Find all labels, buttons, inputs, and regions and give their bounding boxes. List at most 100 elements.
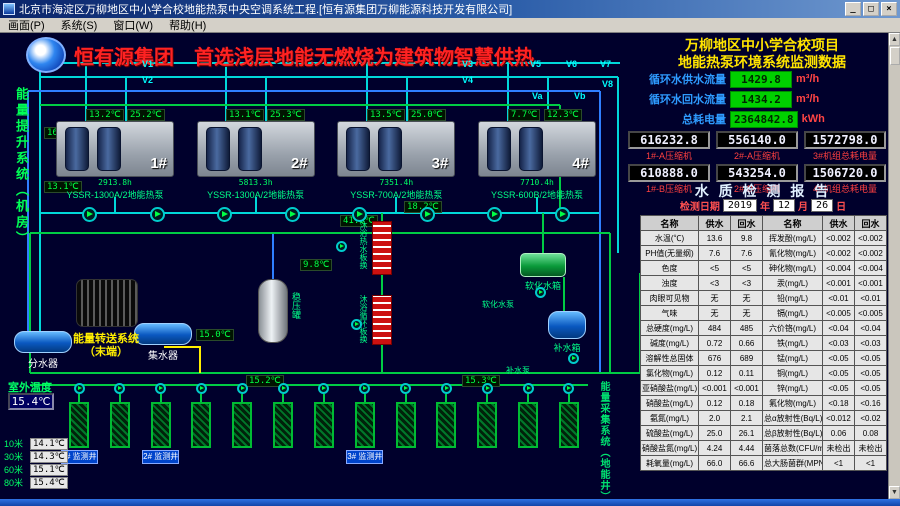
valve-label[interactable]: V7 [600, 59, 612, 69]
heat-pump-unit[interactable]: 1# 2913.8h YSSR-1300A/2地能热泵 [56, 121, 174, 201]
param-name: 总α放射性(Bq/L) [762, 410, 823, 426]
pump-icon[interactable] [554, 207, 570, 222]
vertical-scrollbar[interactable]: ▲ ▼ [888, 33, 900, 499]
date-month[interactable]: 12 [773, 199, 796, 212]
well-pump-icon [236, 383, 248, 394]
supply-value: 25.0 [698, 425, 731, 441]
year-unit: 年 [760, 202, 770, 213]
ground-well[interactable]: 3# 监测井 [346, 383, 384, 464]
heat-pump-unit[interactable]: 3# 7351.4h YSSR-700A/2地能热泵 [337, 121, 456, 201]
ground-well[interactable] [101, 383, 139, 464]
valve-label[interactable]: V4 [462, 75, 474, 85]
unit-model-label: YSSR-600B/2地能热泵 [490, 190, 583, 200]
pump-icon[interactable] [284, 207, 300, 222]
menu-item[interactable]: 窗口(W) [113, 20, 154, 32]
menu-item[interactable]: 画面(P) [8, 20, 45, 32]
valve-label[interactable]: Vb [574, 91, 586, 101]
scroll-down-button[interactable]: ▼ [889, 486, 900, 499]
table-row: 肉眼可见物 无 无 铅(mg/L) <0.01 <0.01 [640, 290, 887, 306]
return-value: <0.002 [854, 245, 887, 261]
compressor-cylinder [378, 127, 403, 171]
app-icon [3, 3, 15, 15]
param-name: 总硬度(mg/L) [640, 320, 699, 336]
makeup-water-tank[interactable] [548, 311, 586, 339]
maximize-button[interactable]: □ [863, 2, 879, 16]
param-name: 挥发酚(mg/L) [762, 230, 823, 246]
scrollbar-track[interactable] [889, 65, 900, 486]
heat-pump-unit[interactable]: 4# 7710.4h YSSR-600B/2地能热泵 [477, 121, 596, 201]
table-row: 水温(℃) 13.6 9.8 挥发酚(mg/L) <0.002 <0.002 [640, 230, 887, 246]
heat-pump-unit[interactable]: 2# 5813.3h YSSR-1300A/2地能热泵 [196, 121, 315, 201]
valve-label[interactable]: Va [532, 91, 543, 101]
date-day[interactable]: 26 [811, 199, 834, 212]
ground-well[interactable] [427, 383, 465, 464]
ground-well[interactable]: 2# 监测井 [142, 383, 180, 464]
valve-label[interactable]: V8 [602, 79, 614, 89]
depth-temp-value: 14.3℃ [30, 450, 68, 463]
ground-well[interactable] [223, 383, 261, 464]
ground-well[interactable] [264, 383, 302, 464]
scrollbar-thumb[interactable] [890, 47, 900, 65]
return-value: 4.44 [730, 440, 763, 456]
pump-icon[interactable] [419, 207, 435, 222]
supply-value: <0.01 [822, 290, 855, 306]
minimize-button[interactable]: _ [845, 2, 861, 16]
valve-label[interactable]: V5 [530, 59, 542, 69]
pump-icon[interactable] [149, 207, 165, 222]
pump-icon[interactable] [352, 207, 368, 222]
return-value: 0.66 [730, 335, 763, 351]
temp-readout: 15.0℃ [196, 329, 234, 341]
pump-icon[interactable] [217, 207, 233, 222]
return-value: 26.1 [730, 425, 763, 441]
supply-value: <0.002 [822, 245, 855, 261]
ground-well[interactable] [550, 383, 588, 464]
pump-icon[interactable] [351, 319, 363, 330]
outdoor-temp-value: 15.4℃ [8, 393, 54, 410]
plate-heat-exchanger[interactable] [372, 221, 392, 275]
date-year[interactable]: 2019 [722, 199, 757, 212]
ground-well[interactable] [468, 383, 506, 464]
water-divider-tank[interactable] [14, 331, 72, 353]
ground-well[interactable]: 1# 监测井 [60, 383, 98, 464]
supply-value: <0.05 [822, 350, 855, 366]
counter-value: 1572798.0 [804, 131, 886, 149]
water-collector-tank[interactable] [134, 323, 192, 345]
counter-label: 1#-A压缩机 [645, 151, 692, 161]
supply-value: <0.05 [822, 365, 855, 381]
heat-exchanger-label: 沐浴循环板换 [359, 295, 368, 343]
pump-icon[interactable] [487, 207, 503, 222]
unit-run-hours: 7710.4h [520, 178, 554, 187]
param-name: 铁(mg/L) [762, 335, 823, 351]
valve-label[interactable]: V3 [462, 59, 474, 69]
pump-icon[interactable] [336, 241, 347, 252]
valve-label[interactable]: V6 [566, 59, 578, 69]
monitor-well-label: 3# 监测井 [346, 450, 384, 464]
pump-icon[interactable] [82, 207, 98, 222]
plate-heat-exchanger[interactable] [372, 295, 392, 345]
well-pipe [445, 394, 448, 402]
close-button[interactable]: × [881, 2, 897, 16]
supply-value: 0.12 [698, 365, 731, 381]
flow-value: 1429.8 [730, 70, 792, 88]
compressor-cylinder [346, 127, 371, 171]
ground-well[interactable] [509, 383, 547, 464]
valve-label[interactable]: V1 [142, 59, 154, 69]
ground-well[interactable] [305, 383, 343, 464]
param-name: 砷化物(mg/L) [762, 260, 823, 276]
well-pipe [159, 394, 162, 402]
pump-icon[interactable] [534, 287, 546, 298]
return-value: 485 [730, 320, 763, 336]
menu-item[interactable]: 系统(S) [60, 20, 98, 32]
depth-temp-value: 14.1℃ [30, 437, 68, 450]
return-value: 0.08 [854, 425, 887, 441]
menu-item[interactable]: 帮助(H) [169, 20, 207, 32]
table-header-cell: 名称 [640, 215, 699, 231]
valve-label[interactable]: V2 [142, 75, 154, 85]
scroll-up-button[interactable]: ▲ [889, 33, 900, 46]
pressure-tank[interactable] [258, 279, 288, 343]
softened-water-tank[interactable] [520, 253, 566, 277]
ground-well[interactable] [387, 383, 425, 464]
pump-icon[interactable] [568, 353, 580, 364]
counter-label: 2#-A压缩机 [733, 151, 780, 161]
ground-well[interactable] [182, 383, 220, 464]
